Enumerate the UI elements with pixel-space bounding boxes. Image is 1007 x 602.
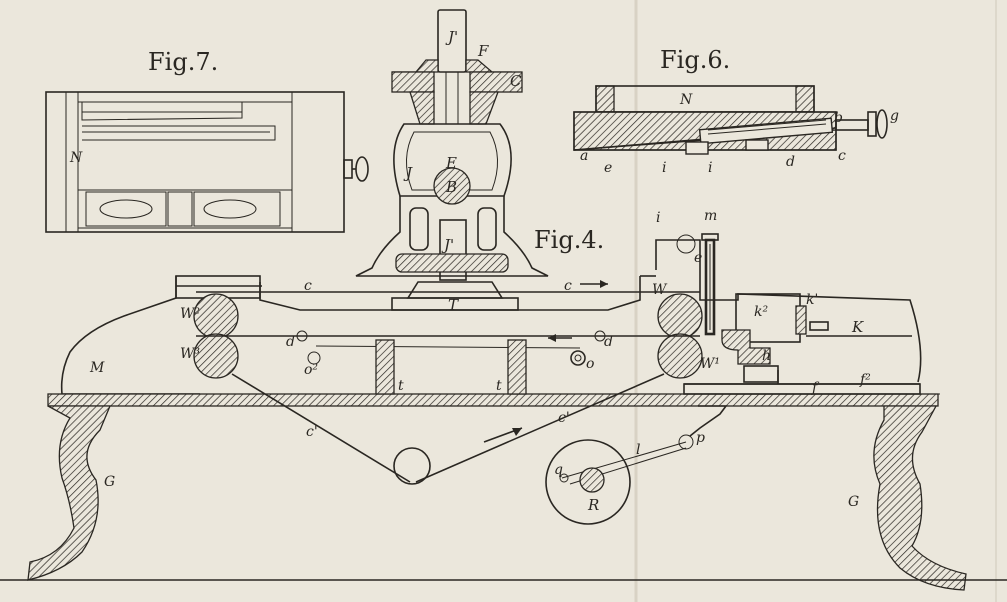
figure-7: [45, 91, 369, 233]
label-t-left: t: [398, 378, 404, 394]
label-c-top-right: c: [564, 278, 572, 294]
label-o2: o²: [304, 362, 318, 378]
label-p: p: [696, 430, 705, 446]
label-G-left: G: [104, 474, 115, 490]
label-f: f: [811, 380, 820, 396]
label-m: m: [704, 208, 717, 224]
label-fig6-c: c: [838, 148, 846, 164]
label-M: M: [89, 360, 105, 376]
label-fig6-d: d: [786, 154, 795, 170]
label-c1-left: c': [306, 424, 318, 440]
label-T: T: [448, 296, 459, 314]
label-F: F: [477, 42, 489, 60]
label-fig6-N: N: [679, 92, 693, 108]
label-fig6-i2: i: [708, 160, 712, 176]
label-W1: W¹: [700, 356, 720, 372]
feed-mechanism: [545, 233, 921, 525]
label-J-low: J': [441, 236, 454, 254]
label-J-top: J': [445, 28, 458, 46]
label-G-right: G: [848, 494, 859, 510]
label-o: o: [586, 356, 594, 372]
fig6-title: Fig.6.: [660, 46, 730, 74]
label-i: i: [656, 210, 660, 226]
label-e: e: [694, 250, 702, 266]
label-C: C: [510, 72, 522, 90]
label-fig6-e: e: [604, 160, 612, 176]
label-R: R: [587, 496, 599, 514]
label-c-top-left: c: [304, 278, 312, 294]
label-fig7-N: N: [69, 150, 83, 166]
label-fig6-a: a: [580, 148, 588, 164]
label-f2: f²: [859, 372, 871, 388]
label-E: E: [445, 154, 457, 172]
label-l: l: [636, 442, 640, 458]
label-k1: k': [806, 292, 818, 308]
label-d-left: d: [286, 334, 295, 350]
upper-frame: [355, 9, 549, 311]
label-W3: W³: [180, 346, 200, 362]
label-c1-right: c': [558, 410, 570, 426]
label-k2: k²: [754, 304, 768, 320]
label-q: q: [554, 462, 563, 478]
fig7-title: Fig.7.: [148, 48, 218, 76]
label-B: B: [445, 178, 457, 196]
label-W2: W²: [180, 306, 200, 322]
label-d-right: d: [604, 334, 613, 350]
fig4-title: Fig.4.: [534, 226, 604, 254]
figure-6: [573, 85, 888, 155]
label-t-right: t: [496, 378, 502, 394]
label-h: h: [762, 348, 771, 364]
label-fig6-i1: i: [662, 160, 666, 176]
label-K: K: [851, 318, 864, 336]
label-W: W: [652, 282, 668, 298]
label-fig6-g: g: [890, 108, 899, 124]
label-J: J: [403, 164, 413, 182]
mechanism: [193, 280, 703, 485]
label-fig6-b: b: [834, 110, 843, 126]
